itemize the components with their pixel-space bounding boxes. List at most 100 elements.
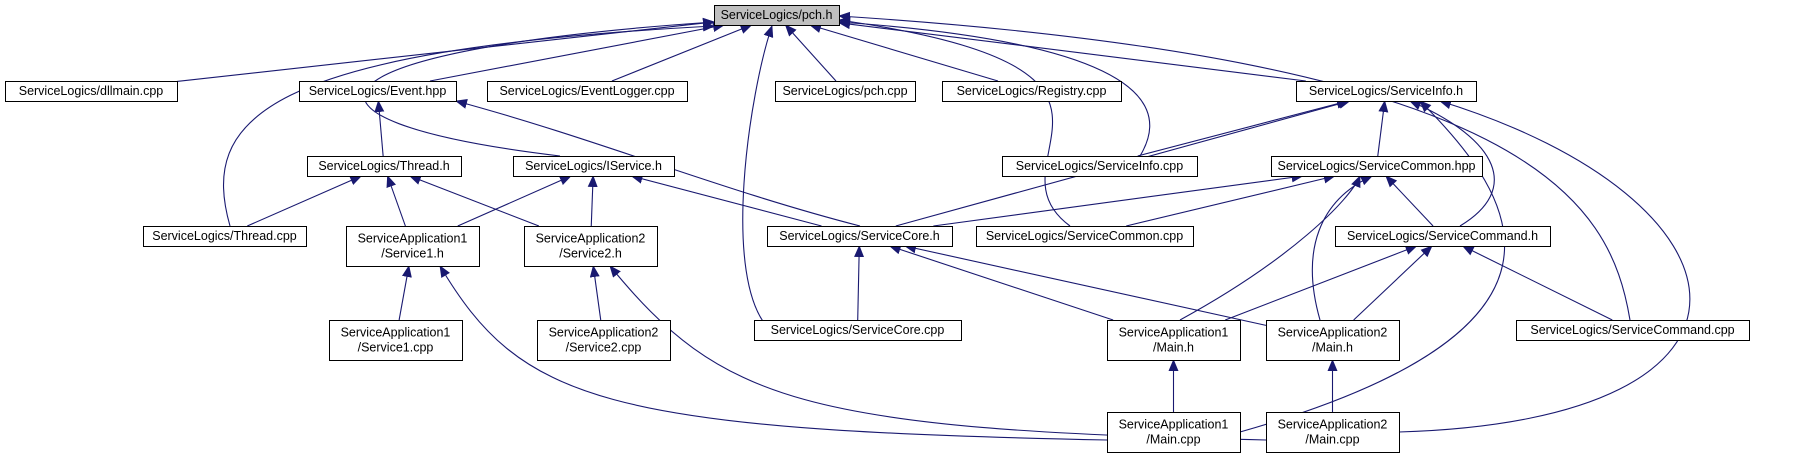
- node-label: /Service1.cpp: [358, 341, 434, 355]
- node-box: [1266, 412, 1400, 453]
- node-label: ServiceLogics/Thread.cpp: [152, 229, 297, 243]
- node-label: ServiceLogics/Event.hpp: [309, 84, 447, 98]
- node-label: ServiceLogics/ServiceCore.cpp: [771, 323, 945, 337]
- node-box: [346, 226, 480, 267]
- node-serviceinfo-h[interactable]: ServiceLogics/ServiceInfo.h: [1296, 81, 1477, 102]
- node-service2-cpp[interactable]: ServiceApplication2/Service2.cpp: [537, 320, 671, 361]
- edge-app2_main_h-to-servicecommand_h: [1353, 245, 1433, 321]
- node-label: /Main.cpp: [1146, 433, 1200, 447]
- node-box: [1266, 320, 1400, 361]
- node-label: /Main.cpp: [1305, 433, 1359, 447]
- edge-servicecommon_cpp-to-pch_h: [838, 16, 1071, 227]
- node-label: ServiceLogics/Thread.h: [318, 159, 449, 173]
- node-label: /Service2.h: [559, 247, 622, 261]
- node-label: ServiceApplication2: [549, 326, 659, 340]
- node-servicecommon-cpp[interactable]: ServiceLogics/ServiceCommon.cpp: [976, 226, 1194, 247]
- node-box: [767, 226, 953, 247]
- edge-service2_cpp-to-service2_h: [589, 265, 602, 321]
- node-box: [754, 320, 962, 341]
- node-label: ServiceApplication2: [1278, 326, 1388, 340]
- node-servicecore-h[interactable]: ServiceLogics/ServiceCore.h: [767, 226, 953, 247]
- edge-thread_cpp-to-pch_h: [223, 21, 715, 227]
- edge-registry_cpp-to-pch_h: [809, 23, 999, 82]
- edge-app1_main_h-to-servicecore_h: [888, 244, 1114, 321]
- edge-serviceinfo_cpp-to-pch_h: [838, 17, 1151, 157]
- node-label: ServiceLogics/ServiceInfo.h: [1309, 84, 1463, 98]
- node-label: ServiceApplication1: [358, 232, 468, 246]
- node-label: /Main.h: [1312, 341, 1353, 355]
- node-box: [714, 5, 840, 26]
- edge-service2_h-to-thread_h: [408, 175, 540, 227]
- node-box: [5, 81, 178, 102]
- edge-app2_main_cpp-to-serviceinfo_h: [1398, 99, 1691, 433]
- edge-servicecommon_cpp-to-servicecommon_hpp: [1126, 173, 1336, 227]
- node-label: ServiceLogics/ServiceCommand.h: [1347, 229, 1538, 243]
- node-label: ServiceLogics/EventLogger.cpp: [499, 84, 674, 98]
- edge-app2_main_h-to-servicecore_h: [904, 243, 1267, 326]
- edge-app1_main_cpp-to-serviceinfo_h: [1239, 100, 1505, 433]
- edge-servicecommand_cpp-to-servicecommand_h: [1461, 245, 1613, 321]
- node-label: ServiceLogics/ServiceCommon.cpp: [986, 229, 1183, 243]
- node-label: ServiceApplication2: [1278, 418, 1388, 432]
- edge-thread_cpp-to-thread_h: [247, 175, 363, 227]
- node-servicecommand-h[interactable]: ServiceLogics/ServiceCommand.h: [1335, 226, 1551, 247]
- node-service2-h[interactable]: ServiceApplication2/Service2.h: [524, 226, 658, 267]
- node-app2-main-h[interactable]: ServiceApplication2/Main.h: [1266, 320, 1400, 361]
- node-label: ServiceLogics/ServiceCore.h: [779, 229, 940, 243]
- node-label: ServiceApplication1: [341, 326, 451, 340]
- node-box: [942, 81, 1122, 102]
- node-box: [1516, 320, 1750, 341]
- node-iservice-h[interactable]: ServiceLogics/IService.h: [513, 156, 675, 177]
- node-pch-cpp[interactable]: ServiceLogics/pch.cpp: [775, 81, 916, 102]
- node-box: [1107, 320, 1241, 361]
- node-service1-h[interactable]: ServiceApplication1/Service1.h: [346, 226, 480, 267]
- edge-serviceinfo_h-to-pch_h: [838, 19, 1306, 82]
- node-label: ServiceLogics/pch.h: [721, 8, 833, 22]
- node-dllmain-cpp[interactable]: ServiceLogics/dllmain.cpp: [5, 81, 178, 102]
- edge-service1_h-to-thread_h: [386, 175, 406, 227]
- node-service1-cpp[interactable]: ServiceApplication1/Service1.cpp: [329, 320, 463, 361]
- node-label: ServiceApplication1: [1119, 326, 1229, 340]
- node-eventlogger-cpp[interactable]: ServiceLogics/EventLogger.cpp: [487, 81, 688, 102]
- node-label: ServiceApplication1: [1119, 418, 1229, 432]
- node-label: ServiceLogics/pch.cpp: [782, 84, 907, 98]
- edge-servicecommand_h-to-servicecommon_hpp: [1385, 175, 1434, 227]
- edge-thread_h-to-event_hpp: [374, 100, 385, 157]
- node-box: [143, 226, 307, 247]
- edge-app2_main_cpp-to-service2_h: [609, 265, 1267, 441]
- edge-service2_h-to-iservice_h: [587, 175, 598, 227]
- edge-service1_h-to-iservice_h: [457, 175, 572, 227]
- node-app2-main-cpp[interactable]: ServiceApplication2/Main.cpp: [1266, 412, 1400, 453]
- node-box: [775, 81, 916, 102]
- node-servicecore-cpp[interactable]: ServiceLogics/ServiceCore.cpp: [754, 320, 962, 341]
- node-event-hpp[interactable]: ServiceLogics/Event.hpp: [299, 81, 457, 102]
- node-servicecommon-hpp[interactable]: ServiceLogics/ServiceCommon.hpp: [1271, 156, 1483, 177]
- node-app1-main-h[interactable]: ServiceApplication1/Main.h: [1107, 320, 1241, 361]
- node-box: [329, 320, 463, 361]
- edge-servicecommand_h-to-serviceinfo_h: [1409, 100, 1495, 227]
- node-app1-main-cpp[interactable]: ServiceApplication1/Main.cpp: [1107, 412, 1241, 453]
- node-label: ServiceLogics/dllmain.cpp: [19, 84, 164, 98]
- node-box: [299, 81, 457, 102]
- node-registry-cpp[interactable]: ServiceLogics/Registry.cpp: [942, 81, 1122, 102]
- node-pch-h[interactable]: ServiceLogics/pch.h: [714, 5, 840, 26]
- edge-servicecore_h-to-servicecommon_hpp: [933, 172, 1304, 227]
- node-box: [307, 156, 462, 177]
- node-label: ServiceLogics/IService.h: [525, 159, 662, 173]
- node-serviceinfo-cpp[interactable]: ServiceLogics/ServiceInfo.cpp: [1002, 156, 1198, 177]
- node-servicecommand-cpp[interactable]: ServiceLogics/ServiceCommand.cpp: [1516, 320, 1750, 341]
- node-thread-h[interactable]: ServiceLogics/Thread.h: [307, 156, 462, 177]
- node-layer: ServiceLogics/pch.hServiceLogics/dllmain…: [5, 5, 1750, 453]
- node-box: [976, 226, 1194, 247]
- node-box: [1002, 156, 1198, 177]
- node-label: ServiceLogics/Registry.cpp: [957, 84, 1107, 98]
- node-label: /Main.h: [1153, 341, 1194, 355]
- node-box: [513, 156, 675, 177]
- node-thread-cpp[interactable]: ServiceLogics/Thread.cpp: [143, 226, 307, 247]
- edge-pch_cpp-to-pch_h: [784, 24, 837, 82]
- node-box: [1271, 156, 1483, 177]
- edge-event_hpp-to-pch_h: [429, 22, 725, 82]
- node-label: ServiceLogics/ServiceCommon.hpp: [1277, 159, 1475, 173]
- edge-app1_main_cpp-to-service1_h: [439, 265, 1108, 441]
